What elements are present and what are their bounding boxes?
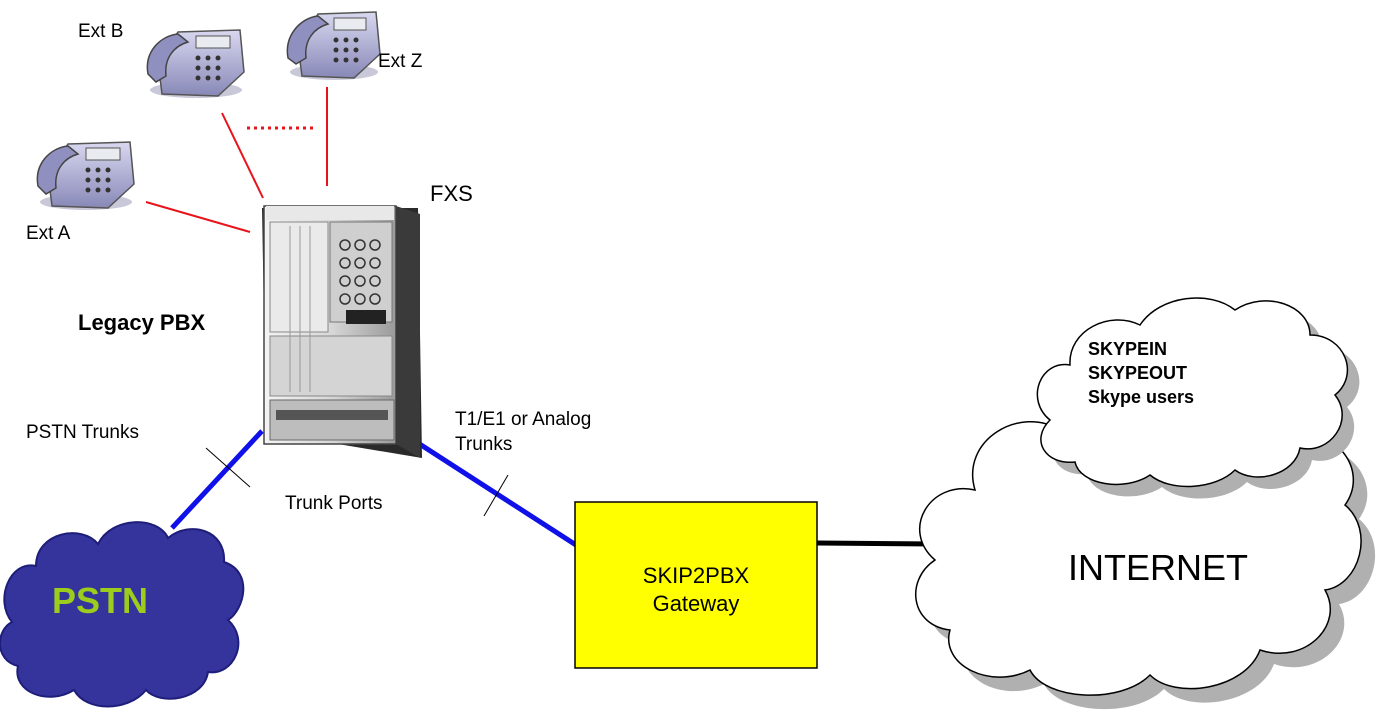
internet-label: INTERNET xyxy=(1068,547,1248,588)
phone-icon xyxy=(36,141,135,210)
extension-wires xyxy=(145,87,328,233)
ext-b-wire xyxy=(221,112,264,199)
cloud-icon xyxy=(1036,297,1360,499)
label-ext-b: Ext B xyxy=(78,21,124,42)
pstn-cloud-icon xyxy=(0,521,245,708)
gateway-trunk-tick xyxy=(483,474,509,517)
gateway-label: SKIP2PBX Gateway xyxy=(576,562,816,618)
ext-a-wire xyxy=(145,201,251,233)
skype-line-skypeout: SKYPEOUT xyxy=(1088,363,1188,383)
label-legacy-pbx: Legacy PBX xyxy=(78,310,206,335)
phone-icon xyxy=(146,29,245,98)
pstn-trunk-tick xyxy=(205,447,251,488)
trunk-lines xyxy=(170,429,936,548)
gateway-label-line1: SKIP2PBX xyxy=(642,563,750,588)
pstn-trunk-line xyxy=(170,429,264,530)
skype-line-users: Skype users xyxy=(1088,387,1195,407)
pbx-cabinet-icon xyxy=(262,205,422,458)
label-trunk-ports: Trunk Ports xyxy=(285,493,383,514)
label-ext-a: Ext A xyxy=(26,223,71,244)
skype-line-skypein: SKYPEIN xyxy=(1088,339,1168,359)
skype-cloud-label: SKYPEIN SKYPEOUT Skype users xyxy=(1088,337,1194,409)
phone-icon xyxy=(286,11,381,80)
label-fxs: FXS xyxy=(430,181,473,206)
internet-link-line xyxy=(816,540,936,547)
label-t1e1-line1: T1/E1 or Analog xyxy=(455,409,592,430)
pstn-label: PSTN xyxy=(52,580,149,621)
gateway-box xyxy=(574,501,818,669)
label-ext-z: Ext Z xyxy=(378,51,423,72)
label-t1e1-line2: Trunks xyxy=(455,434,513,455)
gateway-label-line2: Gateway xyxy=(652,591,740,616)
label-pstn-trunks: PSTN Trunks xyxy=(26,422,139,443)
